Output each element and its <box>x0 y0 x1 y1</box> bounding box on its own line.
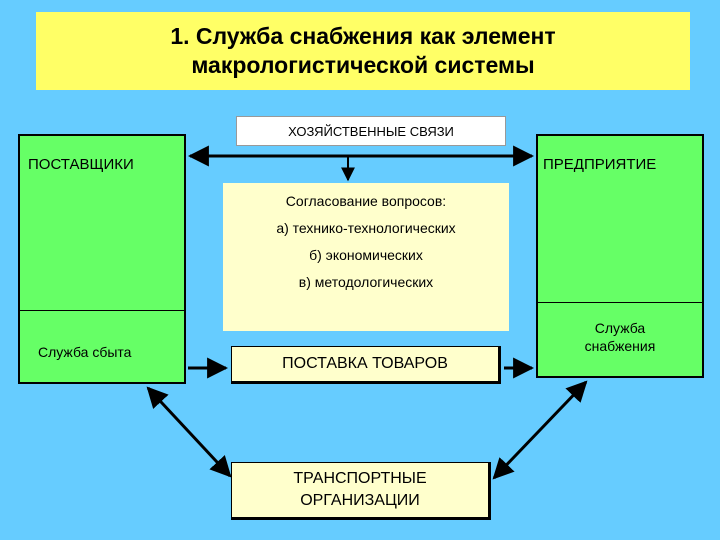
transport-label-1: ТРАНСПОРТНЫЕ <box>293 470 427 487</box>
suppliers-divider <box>20 310 184 311</box>
procurement-service-label-1: Служба <box>594 320 646 336</box>
transport-label-2: ОРГАНИЗАЦИИ <box>300 492 420 509</box>
goods-delivery-label: ПОСТАВКА ТОВАРОВ <box>282 355 448 372</box>
sales-service-label: Служба сбыта <box>38 344 132 360</box>
title-banner: 1. Служба снабжения как элемент макролог… <box>36 12 690 90</box>
agreement-box: Согласование вопросов: а) технико-технол… <box>223 183 509 331</box>
agreement-item: б) экономических <box>309 247 423 263</box>
agreement-item: в) методологических <box>298 274 434 290</box>
title-line-2: макрологистической системы <box>191 52 535 78</box>
suppliers-transport-arrow <box>146 386 232 478</box>
goods-delivery-box: ПОСТАВКА ТОВАРОВ <box>231 346 501 384</box>
transport-enterprise-arrow <box>492 380 588 480</box>
enterprise-label: ПРЕДПРИЯТИЕ <box>543 156 657 173</box>
enterprise-divider <box>538 302 702 303</box>
suppliers-box: ПОСТАВЩИКИ Служба сбыта <box>18 134 186 384</box>
agreement-heading: Согласование вопросов: <box>285 193 447 209</box>
agreement-item: а) технико-технологических <box>276 220 456 236</box>
title-line-1: 1. Служба снабжения как элемент <box>170 23 556 49</box>
procurement-service-label-2: снабжения <box>584 338 656 354</box>
enterprise-box: ПРЕДПРИЯТИЕ Служба снабжения <box>536 134 704 378</box>
suppliers-label: ПОСТАВЩИКИ <box>28 156 134 173</box>
transport-box: ТРАНСПОРТНЫЕ ОРГАНИЗАЦИИ <box>231 462 491 520</box>
economic-links-label: ХОЗЯЙСТВЕННЫЕ СВЯЗИ <box>288 123 454 139</box>
